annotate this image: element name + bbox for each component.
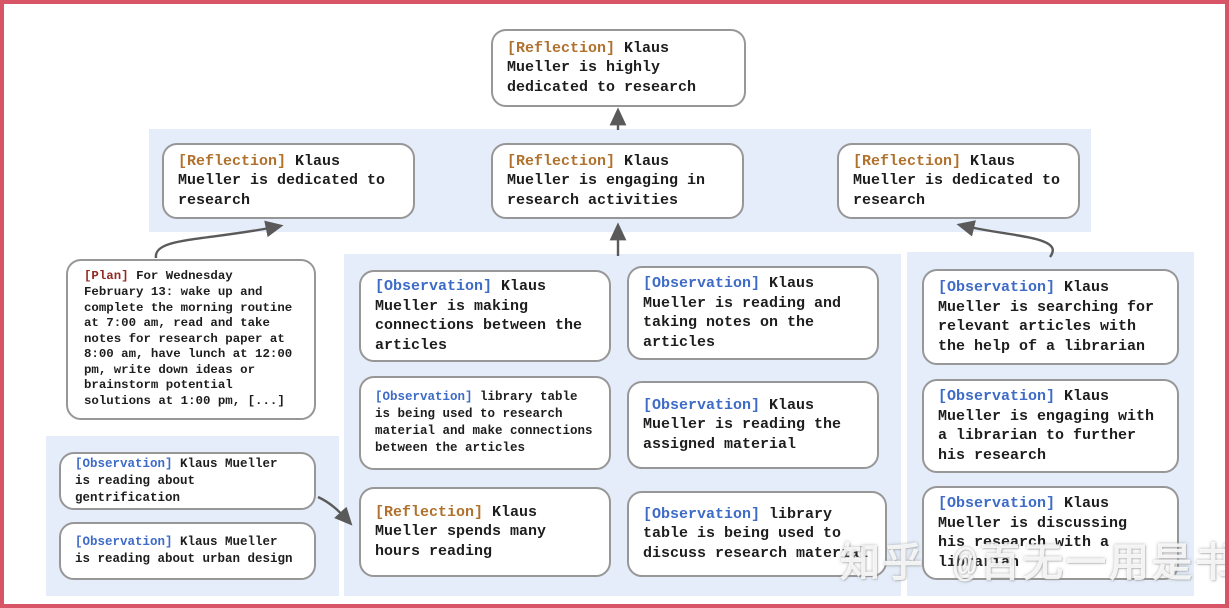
node-text: library table is being used to research …: [375, 390, 593, 455]
observation-node-discussing-research: [Observation] Klaus Mueller is discussin…: [922, 486, 1179, 580]
observation-node-table-research: [Observation] library table is being use…: [359, 376, 611, 470]
reflection-node-right: [Reflection] Klaus Mueller is dedicated …: [837, 143, 1080, 219]
node-text: Klaus Mueller is engaging in research ac…: [507, 152, 706, 209]
node-text: Klaus Mueller is searching for relevant …: [938, 279, 1155, 355]
observation-tag: [Observation]: [643, 505, 761, 523]
reflection-node-left: [Reflection] Klaus Mueller is dedicated …: [162, 143, 415, 219]
node-text: Klaus Mueller is reading the assigned ma…: [643, 396, 842, 453]
observation-node-connections: [Observation] Klaus Mueller is making co…: [359, 270, 611, 362]
node-text: Klaus Mueller is reading about urban des…: [75, 535, 293, 566]
observation-tag: [Observation]: [938, 279, 1056, 296]
node-text: Klaus Mueller is making connections betw…: [375, 278, 583, 354]
reflection-tag: [Reflection]: [507, 39, 616, 57]
node-text: Klaus Mueller is dedicated to research: [178, 152, 386, 209]
observation-tag: [Observation]: [643, 396, 761, 414]
plan-node: [Plan] For Wednesday February 13: wake u…: [66, 259, 316, 420]
node-text: Klaus Mueller is dedicated to research: [853, 152, 1061, 209]
node-text: Klaus Mueller is highly dedicated to res…: [507, 39, 697, 96]
observation-node-engaging-librarian: [Observation] Klaus Mueller is engaging …: [922, 379, 1179, 473]
observation-node-table-discuss: [Observation] library table is being use…: [627, 491, 887, 577]
observation-node-gentrification: [Observation] Klaus Mueller is reading a…: [59, 452, 316, 510]
observation-node-urban-design: [Observation] Klaus Mueller is reading a…: [59, 522, 316, 580]
reflection-node-hours-reading: [Reflection] Klaus Mueller spends many h…: [359, 487, 611, 577]
observation-tag: [Observation]: [75, 535, 173, 549]
node-text: Klaus Mueller is reading and taking note…: [643, 275, 842, 351]
observation-tag: [Observation]: [643, 275, 761, 292]
plan-tag: [Plan]: [84, 269, 129, 284]
observation-node-searching-articles: [Observation] Klaus Mueller is searching…: [922, 269, 1179, 365]
node-text: library table is being used to discuss r…: [643, 505, 869, 562]
node-text: Klaus Mueller is engaging with a librari…: [938, 388, 1155, 464]
observation-tag: [Observation]: [938, 495, 1056, 512]
observation-tag: [Observation]: [375, 390, 473, 404]
node-text: For Wednesday February 13: wake up and c…: [84, 269, 293, 409]
reflection-tag: [Reflection]: [507, 152, 616, 170]
observation-tag: [Observation]: [375, 278, 493, 295]
reflection-tag: [Reflection]: [178, 152, 287, 170]
observation-tag: [Observation]: [75, 456, 173, 471]
reflection-node-middle: [Reflection] Klaus Mueller is engaging i…: [491, 143, 744, 219]
reflection-node-top: [Reflection] Klaus Mueller is highly ded…: [491, 29, 746, 107]
reflection-tag: [Reflection]: [375, 503, 484, 521]
reflection-tag: [Reflection]: [853, 152, 962, 170]
node-text: Klaus Mueller is reading about gentrific…: [75, 456, 278, 505]
observation-tag: [Observation]: [938, 388, 1056, 405]
node-text: Klaus Mueller is discussing his research…: [938, 495, 1128, 571]
observation-node-taking-notes: [Observation] Klaus Mueller is reading a…: [627, 266, 879, 360]
node-text: Klaus Mueller spends many hours reading: [375, 503, 547, 560]
observation-node-assigned-material: [Observation] Klaus Mueller is reading t…: [627, 381, 879, 469]
